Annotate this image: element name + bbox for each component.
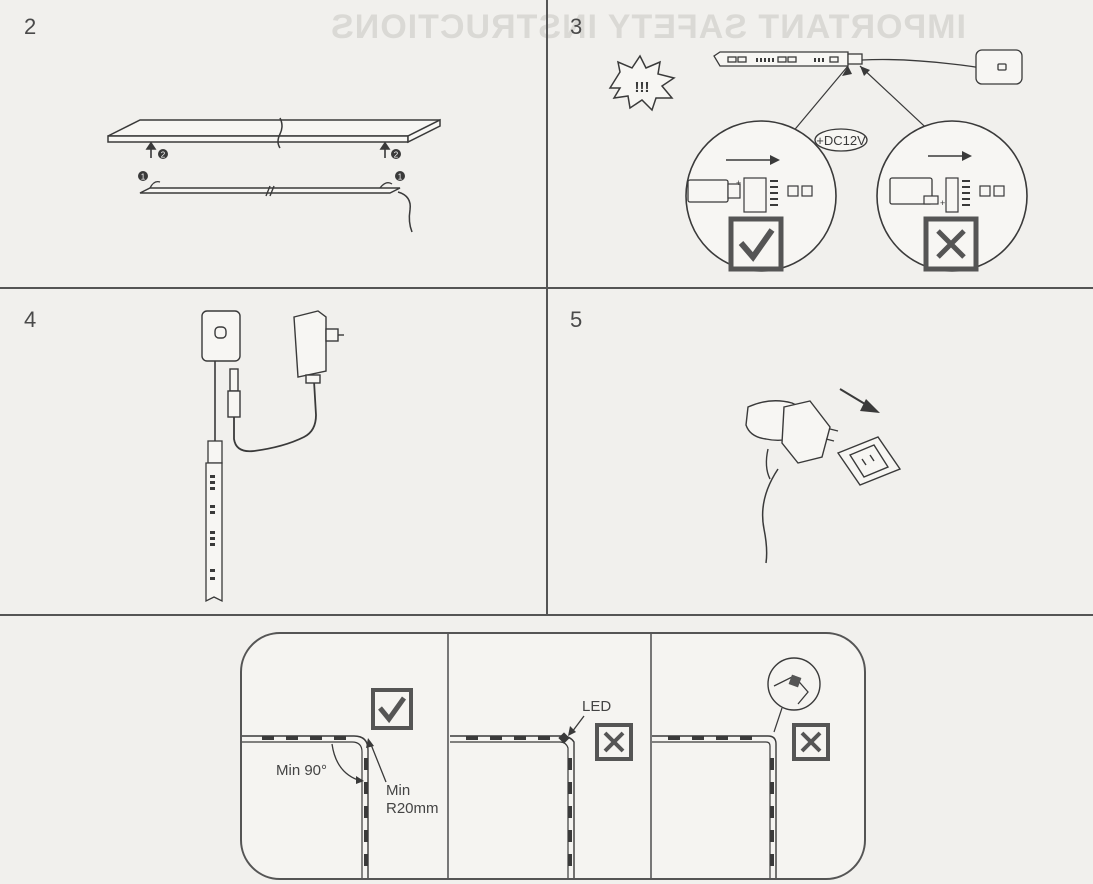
led-label: LED <box>582 698 612 715</box>
step-number: 2 <box>24 14 37 39</box>
led-strip-illustration <box>139 185 401 197</box>
svg-text:+DC12V: +DC12V <box>816 133 866 148</box>
controller-icon <box>201 310 241 362</box>
vertical-divider-top <box>546 0 548 615</box>
step-4-illustration <box>201 310 344 603</box>
check-icon <box>728 216 784 272</box>
horizontal-divider-2 <box>0 614 1093 616</box>
bend-at-led-example <box>450 715 585 878</box>
wall-socket-icon <box>836 436 902 486</box>
svg-text:2: 2 <box>161 151 166 160</box>
bend-correct-example <box>242 735 387 878</box>
step-marker-1-icon: 1 1 <box>138 171 405 182</box>
step-2-panel: 2 2 2 <box>0 0 546 287</box>
cross-icon <box>923 216 979 272</box>
step-5-illustration <box>745 388 902 564</box>
column-divider <box>650 634 652 878</box>
power-adapter-icon <box>293 310 344 384</box>
svg-text:!!!: !!! <box>635 79 650 96</box>
check-icon <box>371 688 413 730</box>
arrow-down-right-icon <box>839 388 880 413</box>
step-marker-2-icon: 2 2 <box>158 149 401 160</box>
dc-jack-icon <box>227 368 241 418</box>
bending-illustration <box>242 657 830 878</box>
hand-with-adapter-icon <box>745 400 839 480</box>
shelf-illustration <box>107 118 441 144</box>
svg-text:1: 1 <box>141 173 146 182</box>
step-number: 3 <box>570 14 583 39</box>
peel-tab-icon <box>149 180 393 189</box>
arrow-up-icon <box>145 141 391 158</box>
min-radius-label-line2: R20mm <box>386 800 439 817</box>
incorrect-connection-circle: + <box>876 120 1028 272</box>
min-radius-label-line1: Min <box>386 782 411 799</box>
min-angle-label: Min 90° <box>276 762 328 779</box>
cable-icon <box>761 468 779 564</box>
horizontal-divider-1 <box>0 287 1093 289</box>
cross-icon <box>595 723 633 761</box>
step-number: 4 <box>24 307 37 332</box>
correct-connection-circle: + <box>685 120 837 272</box>
step-2-illustration: 2 2 1 1 <box>107 117 441 233</box>
step-number: 5 <box>570 307 583 332</box>
bend-too-sharp-example <box>652 657 821 878</box>
svg-text:+: + <box>736 178 741 188</box>
cross-icon <box>792 723 830 761</box>
step-3-panel: 3 !!! <box>548 0 1093 287</box>
bending-panel: Min 90° Min R20mm LED <box>240 632 866 880</box>
led-strip-illustration <box>713 49 1023 85</box>
svg-text:+: + <box>940 198 945 208</box>
led-strip-illustration <box>205 440 223 603</box>
voltage-callout: +DC12V <box>814 128 868 152</box>
column-divider <box>447 634 449 878</box>
cable-icon <box>397 191 413 233</box>
svg-text:2: 2 <box>394 151 399 160</box>
svg-text:1: 1 <box>398 173 403 182</box>
step-3-illustration: !!! <box>608 49 1028 272</box>
warning-burst-icon: !!! <box>608 54 676 112</box>
step-5-panel: 5 <box>548 289 1093 614</box>
step-4-panel: 4 <box>0 289 546 614</box>
